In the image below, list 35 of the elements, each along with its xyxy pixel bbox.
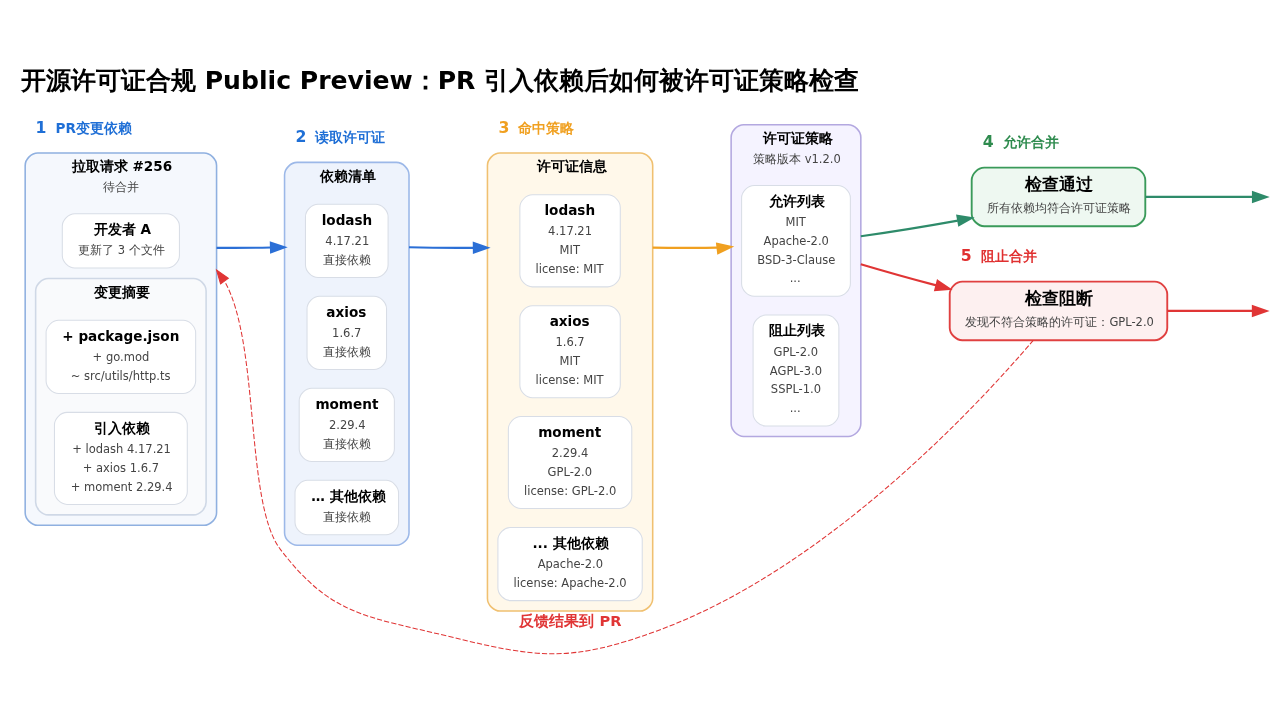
node-box: 允许列表 MIT Apache-2.0 BSD-3-Clause ... bbox=[741, 184, 851, 297]
arrow bbox=[860, 263, 953, 292]
arrow bbox=[652, 242, 735, 255]
node-label: 1 bbox=[35, 117, 47, 137]
node-box: lodash 4.17.21 MIT license: MIT bbox=[519, 194, 621, 288]
diagram-title: 开源许可证合规 Public Preview：PR 引入依赖后如何被许可证策略检查 bbox=[20, 66, 860, 96]
arrow bbox=[1145, 190, 1270, 204]
node-box: 检查阻断 发现不符合策略的许可证：GPL-2.0 bbox=[948, 280, 1169, 342]
arrow bbox=[215, 268, 1034, 655]
node-label: 读取许可证 bbox=[315, 128, 386, 145]
node-box: axios 1.6.7 MIT license: MIT bbox=[519, 305, 621, 399]
node-box: 检查通过 所有依赖均符合许可证策略 bbox=[970, 166, 1147, 228]
node-box: … 其他依赖 直接依赖 bbox=[294, 479, 400, 536]
node-box: axios 1.6.7 直接依赖 bbox=[306, 295, 388, 370]
arrow bbox=[860, 214, 975, 238]
node-box: 引入依赖 + lodash 4.17.21 + axios 1.6.7 + moment 2.29.4 bbox=[53, 411, 188, 505]
node-box: + package.json + go.mod ~ src/utils/http.ts bbox=[45, 319, 197, 395]
node-label: 4 bbox=[982, 132, 994, 152]
node-box: lodash 4.17.21 直接依赖 bbox=[304, 203, 389, 278]
arrow bbox=[409, 241, 491, 255]
node-label: 阻止合并 bbox=[980, 248, 1037, 265]
edge-label: 反馈结果到 PR bbox=[519, 611, 622, 629]
node-label: 允许合并 bbox=[1002, 134, 1059, 151]
arrow bbox=[216, 241, 288, 254]
node-box: ... 其他依赖 Apache-2.0 license: Apache-2.0 bbox=[497, 526, 643, 602]
node-label: 3 bbox=[498, 117, 510, 137]
node-label: 5 bbox=[960, 246, 972, 266]
arrow bbox=[1167, 304, 1270, 318]
node-box: moment 2.29.4 直接依赖 bbox=[298, 387, 395, 463]
node-box: 开发者 A 更新了 3 个文件 bbox=[61, 213, 180, 269]
node-label: PR变更依赖 bbox=[55, 119, 132, 136]
node-label: 2 bbox=[295, 127, 307, 147]
node-box: 阻止列表 GPL-2.0 AGPL-3.0 SSPL-1.0 ... bbox=[752, 314, 840, 427]
node-label: 命中策略 bbox=[518, 119, 575, 136]
node-box: moment 2.29.4 GPL-2.0 license: GPL-2.0 bbox=[507, 416, 633, 510]
